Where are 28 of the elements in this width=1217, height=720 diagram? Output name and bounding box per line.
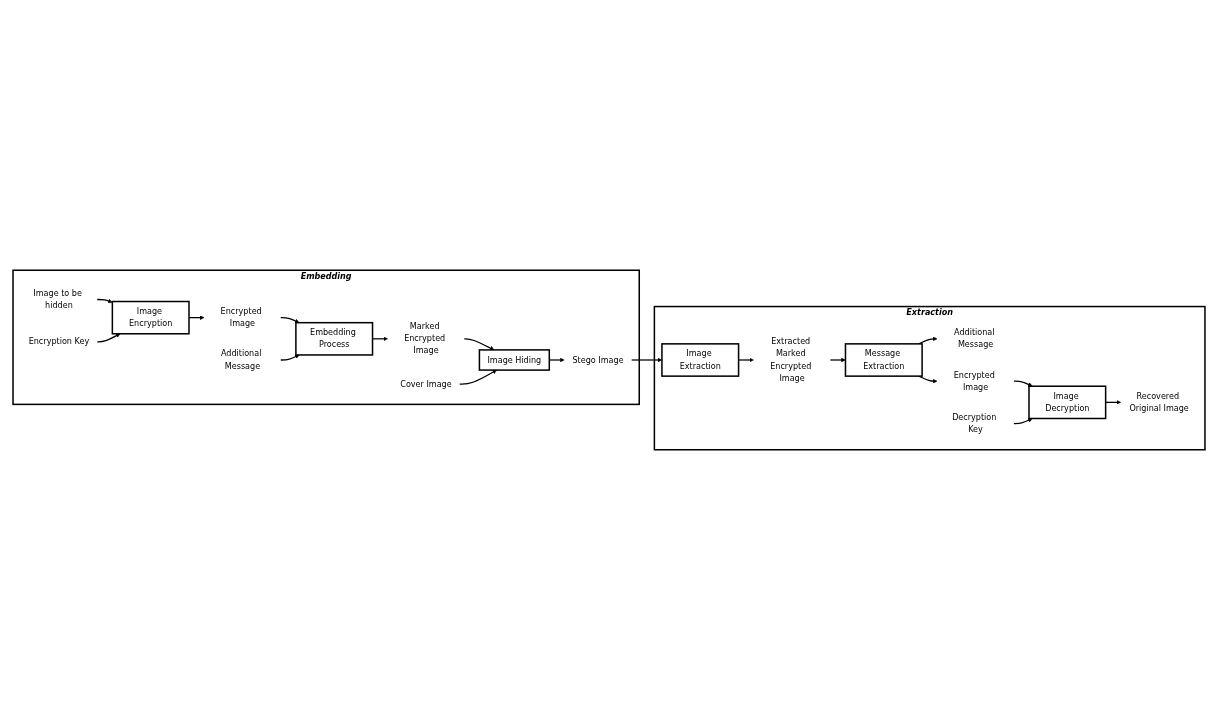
node-text: Encrypted Image bbox=[953, 370, 995, 392]
node-text: Recovered Original Image bbox=[1128, 391, 1189, 413]
node-box: Image Hiding bbox=[478, 349, 550, 371]
arrow bbox=[1012, 380, 1033, 387]
node-text: Extracted Marked Encrypted Image bbox=[769, 336, 811, 383]
arrow bbox=[279, 317, 299, 324]
arrow bbox=[279, 354, 299, 361]
arrow bbox=[96, 298, 113, 304]
node-box: Message Extraction bbox=[844, 343, 923, 377]
arrow bbox=[96, 333, 120, 343]
node-text: Image to be hidden bbox=[32, 288, 82, 311]
arrow bbox=[630, 357, 662, 363]
node-text: Encrypted Image bbox=[220, 306, 262, 329]
arrow bbox=[548, 357, 565, 363]
node-box: Image Extraction bbox=[660, 343, 739, 377]
node-box: Image Encryption bbox=[111, 300, 190, 335]
node-text: Cover Image bbox=[399, 379, 452, 389]
node-box: Image Decryption bbox=[1027, 385, 1106, 420]
node-text: Additional Message bbox=[220, 348, 261, 371]
node-text: Marked Encrypted Image bbox=[403, 321, 445, 356]
node-text: Encryption Key bbox=[28, 336, 89, 347]
arrow bbox=[1012, 418, 1033, 425]
arrow bbox=[463, 338, 494, 351]
node-text: Decryption Key bbox=[951, 412, 996, 435]
node-box: Embedding Process bbox=[294, 321, 373, 356]
node-text: Stego Image bbox=[571, 354, 624, 365]
arrow bbox=[458, 369, 497, 385]
node-text: Additional Message bbox=[953, 327, 995, 350]
